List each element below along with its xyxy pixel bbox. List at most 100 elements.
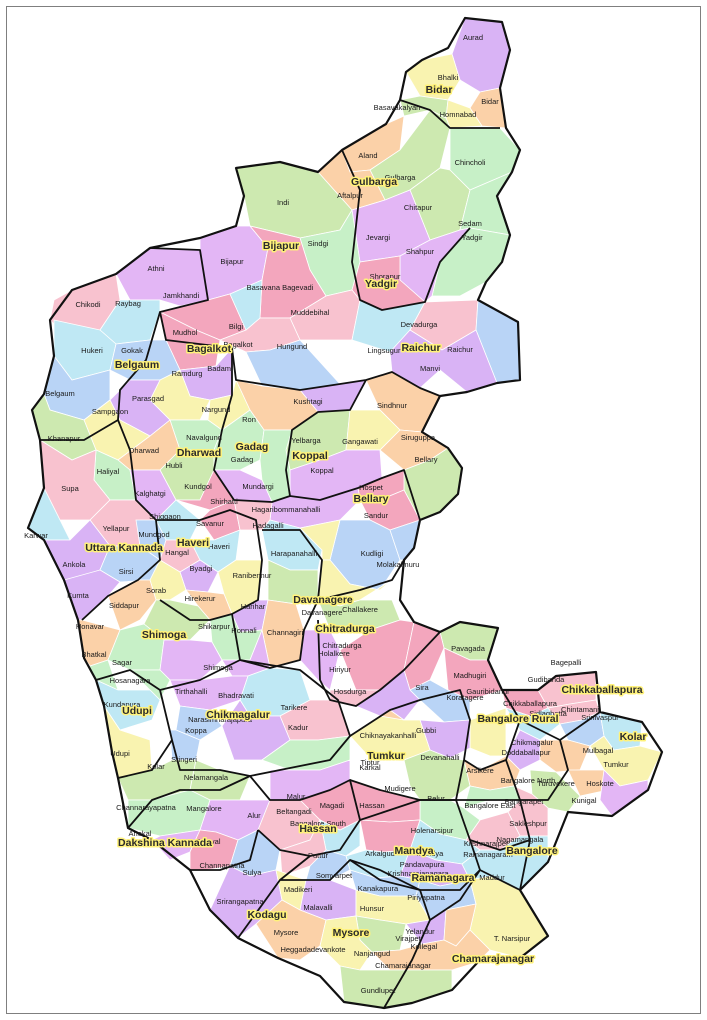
taluk-region — [189, 829, 239, 871]
taluk-label: Pandavapura — [400, 860, 445, 869]
taluk-label: Hosanagara — [110, 676, 152, 685]
taluk-label: Magadi — [320, 801, 345, 810]
district-boundary — [149, 247, 441, 397]
district-boundary — [156, 509, 263, 621]
taluk-label: Maddur — [479, 873, 505, 882]
taluk-label: Chikkaballapura — [503, 699, 558, 708]
taluk-label: Kollegal — [411, 942, 438, 951]
taluk-label: Sirsi — [119, 567, 134, 576]
district-label: Tumkur — [367, 750, 405, 762]
district-label: Chikkaballapura — [561, 684, 642, 696]
taluk-label: Bhalki — [438, 73, 459, 82]
taluk-label: Pavagada — [451, 644, 486, 653]
taluk-label: Srirangapatna — [216, 897, 264, 906]
taluk-label: Bagepalli — [551, 658, 582, 667]
district-boundary — [159, 659, 351, 777]
taluk-label: Badami — [207, 364, 233, 373]
taluk-label: Kadur — [288, 723, 309, 732]
district-boundary — [399, 99, 500, 129]
taluk-region — [175, 705, 223, 741]
district-boundary — [95, 669, 173, 779]
taluk-label: Bidar — [481, 97, 499, 106]
taluk-label: Raichur — [447, 345, 473, 354]
taluk-label: Madikeri — [284, 885, 313, 894]
district-boundary — [429, 869, 521, 921]
taluk-label: Raybag — [115, 299, 141, 308]
taluk-label: Madhugiri — [454, 671, 487, 680]
taluk-label: Kudligi — [361, 549, 384, 558]
district-boundary — [213, 348, 421, 521]
taluk-label: Karkal — [359, 763, 381, 772]
district-label: Bangalore — [506, 845, 558, 857]
taluk-label: Shimoga — [203, 663, 233, 672]
taluk-label: Sampgaon — [92, 407, 128, 416]
district-label: Belgaum — [115, 359, 159, 371]
taluk-region — [169, 729, 201, 761]
taluk-label: Somvarpet — [316, 871, 353, 880]
taluk-label: Kumta — [67, 591, 90, 600]
taluk-region — [229, 279, 263, 331]
district-label: Udupi — [122, 705, 152, 717]
taluk-label: Byadgi — [190, 564, 213, 573]
taluk-regions — [27, 17, 663, 1009]
district-label: Gadag — [236, 441, 269, 453]
taluk-label: Shiggaon — [149, 512, 181, 521]
taluk-label: Shikarpur — [198, 622, 231, 631]
taluk-label: Harihar — [241, 602, 266, 611]
taluk-region — [317, 599, 401, 631]
district-boundary — [237, 855, 431, 1009]
taluk-label: Doddaballapur — [502, 748, 551, 757]
state-outline — [26, 16, 664, 1010]
taluk-label: Gubbi — [416, 726, 436, 735]
taluk-label: Molakalmuru — [377, 560, 420, 569]
taluk-label: Davanagere — [302, 608, 343, 617]
taluk-label: Turuvekere — [537, 779, 575, 788]
taluk-label: Bantval — [195, 837, 220, 846]
taluk-label: Belgaum — [45, 389, 75, 398]
taluk-label: Manvi — [420, 364, 440, 373]
district-label: Bellary — [353, 493, 388, 505]
taluk-label: Kunigal — [571, 796, 596, 805]
taluk-label: Kundgol — [184, 482, 212, 491]
taluk-label: Tirthahalli — [175, 687, 208, 696]
taluk-label: Mudigere — [384, 784, 415, 793]
taluk-label: Bhadravati — [218, 691, 254, 700]
taluk-label: Malavalli — [303, 903, 333, 912]
taluk-label: Ankola — [63, 560, 87, 569]
taluk-label: Gadag — [231, 455, 254, 464]
district-label: Hassan — [299, 823, 336, 835]
taluk-region — [221, 699, 291, 761]
taluk-label: Gauribidanur — [466, 687, 510, 696]
taluk-label: Ramanagaram — [463, 850, 513, 859]
taluk-label: Honavar — [76, 622, 105, 631]
taluk-label: Shahpur — [406, 247, 435, 256]
taluk-label: Hiriyur — [329, 665, 351, 674]
taluk-label: Homnabad — [440, 110, 477, 119]
taluk-label: Chikodi — [75, 300, 100, 309]
taluk-label: Sedam — [458, 219, 482, 228]
taluk-label: Parasgad — [132, 394, 164, 403]
taluk-label: Haveri — [208, 542, 230, 551]
taluk-label: Tarikere — [281, 703, 308, 712]
district-label: Bangalore Rural — [477, 713, 558, 725]
taluk-label: Navalgund — [186, 433, 222, 442]
taluk-label: Bijapur — [220, 257, 244, 266]
district-label: Mysore — [333, 927, 370, 939]
taluk-label: Malur — [287, 792, 306, 801]
taluk-region — [39, 439, 111, 521]
taluk-label: Mysore — [274, 928, 299, 937]
taluk-label: Mulbagal — [583, 746, 614, 755]
taluk-label: Ramdurg — [172, 369, 203, 378]
taluk-label: Bangalore North — [501, 776, 556, 785]
taluk-label: Mundargi — [242, 482, 274, 491]
district-label: Ramanagara — [411, 872, 474, 884]
taluk-label: Bangarapet — [505, 797, 545, 806]
district-label: Bijapur — [263, 240, 299, 252]
taluk-label: Shorapur — [370, 272, 401, 281]
taluk-label: Muddebihal — [291, 308, 330, 317]
district-boundary — [127, 775, 259, 871]
district-label: Bidar — [426, 84, 453, 96]
taluk-label: Gangawati — [342, 437, 378, 446]
taluk-region — [355, 669, 421, 721]
taluk-label: Ranibennur — [233, 571, 272, 580]
